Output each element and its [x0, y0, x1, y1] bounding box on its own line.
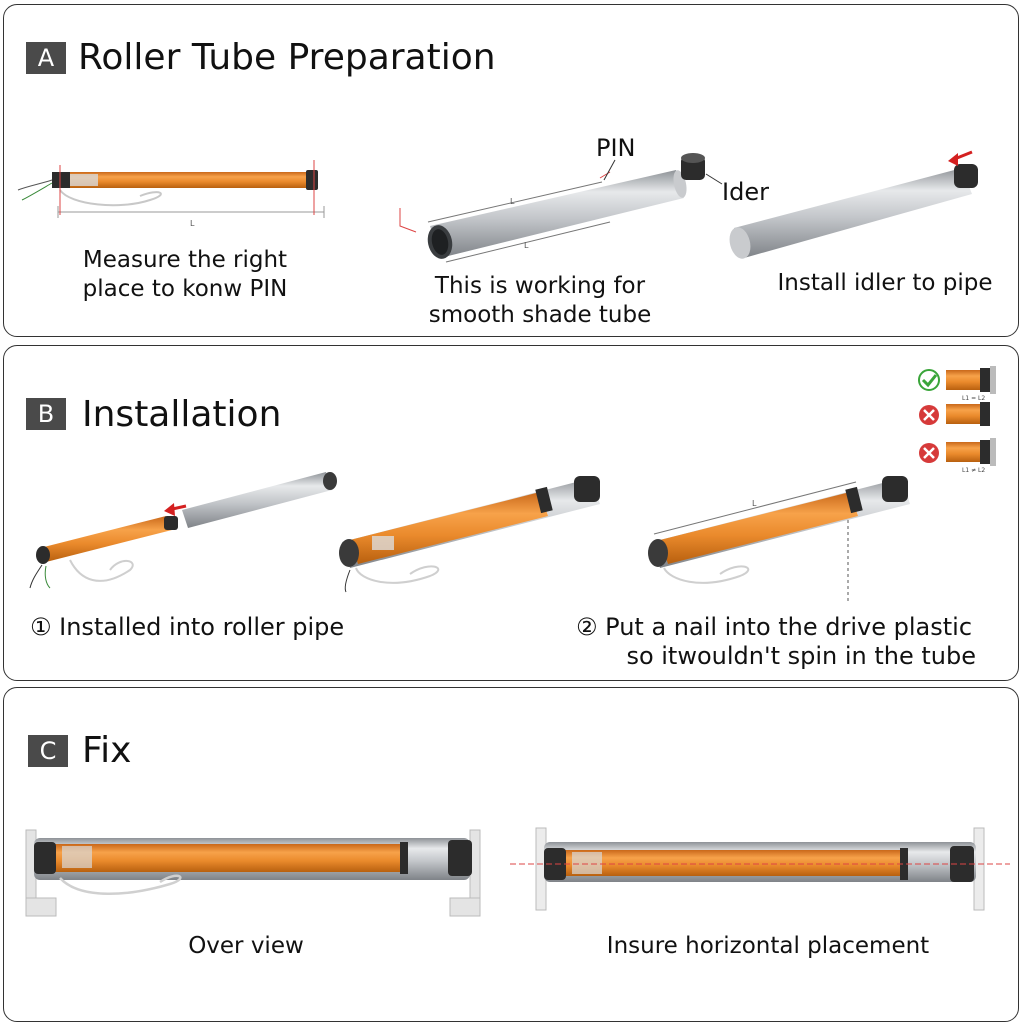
section-a-title: Roller Tube Preparation: [78, 37, 496, 78]
step2-caption-line2: so itwouldn't spin in the tube: [626, 642, 976, 670]
check-icon: [918, 369, 940, 391]
svg-text:L: L: [524, 241, 529, 250]
pipe-measure-image: L L: [399, 159, 687, 263]
section-a-panel: [3, 4, 1019, 337]
dim-mark-l: L: [190, 219, 195, 228]
step2-caption-line1: ② Put a nail into the drive plastic: [576, 613, 973, 641]
caption-measure-line1: Measure the right: [82, 247, 288, 273]
section-b-badge: B: [26, 398, 66, 430]
svg-text:L: L: [752, 499, 757, 508]
pin-label: PIN: [596, 134, 636, 162]
motor-nail-image: L: [648, 476, 910, 604]
section-a-badge: A: [26, 42, 66, 74]
idler-image: [681, 153, 723, 185]
overview-image: [25, 829, 481, 917]
section-b-title: Installation: [82, 394, 282, 435]
svg-text:L: L: [510, 197, 515, 206]
idler-label: Ider: [722, 178, 769, 206]
caption-smooth-line2: smooth shade tube: [428, 302, 652, 328]
caption-install-idler: Install idler to pipe: [777, 270, 993, 296]
pipe-with-idler-image: [729, 150, 978, 259]
motor-in-pipe-image: [339, 476, 600, 593]
caption-measure-line2: place to konw PIN: [82, 276, 288, 302]
step1-caption: ① Installed into roller pipe: [30, 613, 345, 641]
alignment-check-ok: L1 = L2: [918, 366, 996, 402]
overview-caption: Over view: [188, 933, 304, 959]
alignment-check-bad1: [919, 402, 990, 426]
section-c-badge: C: [28, 735, 68, 767]
section-b-illustrations: L L1 = L2 L1 ≠ L2: [29, 366, 996, 604]
caption-smooth-line1: This is working for: [434, 273, 646, 299]
section-a-illustrations: L L L: [17, 150, 978, 263]
motor-insert-image: [29, 472, 337, 589]
check-ne-label: L1 ≠ L2: [962, 467, 985, 474]
section-c-title: Fix: [82, 730, 132, 771]
horizontal-caption: Insure horizontal placement: [606, 933, 930, 959]
horizontal-placement-image: [510, 827, 1010, 911]
motor-measure-image: [17, 160, 325, 218]
check-eq-label: L1 = L2: [962, 395, 985, 402]
alignment-check-bad2: L1 ≠ L2: [919, 438, 996, 474]
